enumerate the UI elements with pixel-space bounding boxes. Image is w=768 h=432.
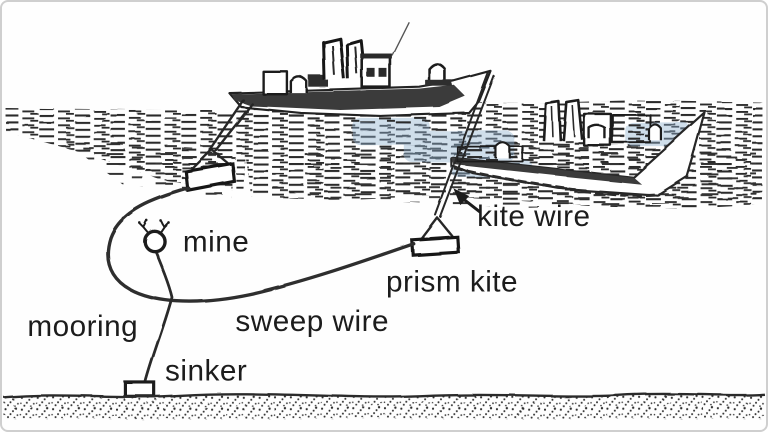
mast (391, 21, 410, 56)
mine-body (142, 229, 166, 253)
sinker-block (123, 380, 156, 398)
arrow-head-icon (453, 188, 470, 206)
label-sinker: sinker (165, 354, 247, 387)
arrow-shaft (461, 196, 482, 214)
kite-wire-line (439, 75, 495, 218)
bridge-roof (360, 53, 392, 59)
kite-body (184, 161, 237, 193)
label-sweep-wire: sweep wire (235, 305, 389, 338)
kite-bridle (188, 148, 213, 173)
label-mine: mine (183, 226, 249, 259)
label-kite-wire: kite wire (477, 200, 590, 233)
ship-background (450, 98, 707, 197)
seabed-top-line (3, 392, 765, 399)
seabed-fill (3, 393, 765, 420)
ship-foreground-bridge (360, 55, 392, 89)
labels: mine kite wire prism kite sweep wire moo… (27, 200, 590, 388)
bow-gun-base (425, 80, 453, 87)
prism-kite-body (410, 235, 460, 257)
kite-wire-pointer (453, 188, 482, 214)
bridge-window (367, 68, 376, 78)
ship-background-stern-arch (494, 141, 511, 159)
sweep-wire-path (106, 186, 416, 303)
tow-wire (213, 102, 254, 153)
funnel-streak (550, 106, 554, 137)
prism-kite-bridle (436, 216, 456, 240)
label-prism-kite: prism kite (386, 265, 518, 298)
ship-foreground-deck-box (308, 75, 329, 88)
ship-foreground (228, 21, 493, 125)
ship-foreground-bow-gun (428, 63, 447, 84)
prism-kite-bridle (420, 216, 439, 240)
mine-assembly (123, 219, 174, 398)
mine-horns (137, 219, 170, 234)
kite-wire-line (434, 72, 490, 216)
ship-background-waterline (454, 166, 660, 197)
seabed (3, 392, 765, 420)
ship-background-bridge-window (587, 124, 607, 139)
sweep-gear (106, 72, 495, 303)
ship-background-deckhouse (611, 113, 652, 144)
funnel-streak (331, 45, 336, 76)
funnel-streak (354, 46, 359, 75)
ship-background-deck-band (451, 157, 642, 185)
ship-foreground-stern-arch (289, 75, 308, 94)
ship-foreground-stern-house (261, 70, 289, 96)
mooring-line (143, 250, 174, 383)
bridge-window (379, 68, 387, 78)
funnel-streak (571, 104, 576, 137)
ship-foreground-hull-shade (231, 85, 466, 110)
label-mooring: mooring (27, 310, 138, 343)
tow-wire (208, 98, 245, 151)
kite-bridle (210, 148, 231, 166)
ship-background-aft-arch (648, 123, 663, 141)
